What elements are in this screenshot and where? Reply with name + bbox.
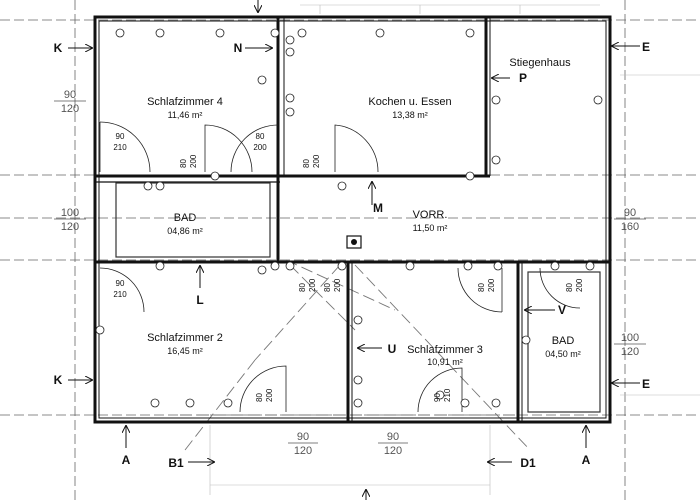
door-width: 80 (256, 132, 265, 141)
door-height: 200 (487, 278, 496, 292)
section-label: B1 (168, 456, 184, 470)
room-name: Stiegenhaus (509, 57, 571, 69)
window-width: 100 (621, 332, 639, 344)
door-width: 80 (179, 159, 188, 168)
door-width: 80 (477, 283, 486, 292)
door-height: 200 (265, 388, 274, 402)
section-arrows (68, 0, 640, 500)
section-label: D1 (520, 456, 536, 470)
room-area: 16,45 m² (167, 346, 203, 356)
door-height: 200 (253, 143, 267, 152)
door-height: 200 (312, 154, 321, 168)
walls (93, 15, 612, 424)
window-height: 120 (621, 346, 639, 358)
room-name: Schlafzimmer 2 (147, 332, 223, 344)
section-label: E (642, 40, 650, 54)
construction-lines (209, 4, 700, 495)
section-label: P (519, 71, 527, 85)
room-name: BAD (174, 212, 197, 224)
section-label: A (122, 453, 131, 467)
door-width: 80 (302, 159, 311, 168)
door-height: 210 (443, 388, 452, 402)
window-height: 120 (294, 445, 312, 457)
door-height: 200 (308, 278, 317, 292)
window-width: 90 (64, 89, 76, 101)
room-name: VORR. (413, 209, 448, 221)
door-width: 80 (298, 283, 307, 292)
window-width: 90 (297, 431, 309, 443)
window-width: 100 (61, 207, 79, 219)
room-name: BAD (552, 335, 575, 347)
door-width: 80 (565, 283, 574, 292)
window-height: 120 (384, 445, 402, 457)
door-swings (99, 121, 581, 413)
window-height: 120 (61, 221, 79, 233)
room-area: 04,50 m² (545, 349, 581, 359)
room-name: Schlafzimmer 3 (407, 344, 483, 356)
door-height: 210 (113, 290, 127, 299)
section-label: K (54, 373, 63, 387)
door-width: 80 (255, 393, 264, 402)
room-name: Kochen u. Essen (368, 96, 451, 108)
room-name: Schlafzimmer 4 (147, 96, 223, 108)
window-width: 90 (387, 431, 399, 443)
door-height: 200 (333, 278, 342, 292)
section-label: U (388, 342, 397, 356)
door-dimensions: 90 210 80 200 80 200 80 200 80 200 80 20… (113, 132, 584, 402)
section-label: N (234, 41, 243, 55)
door-width: 90 (116, 279, 125, 288)
ventilation-fan-icon (346, 235, 362, 249)
window-width: 90 (624, 207, 636, 219)
fixtures (95, 28, 603, 408)
section-label: A (582, 453, 591, 467)
room-area: 13,38 m² (392, 110, 428, 120)
door-width: 90 (116, 132, 125, 141)
window-height: 120 (61, 103, 79, 115)
room-area: 11,50 m² (413, 223, 448, 233)
room-area: 10,91 m² (427, 357, 463, 367)
section-label: M (373, 201, 383, 215)
door-width: 80 (323, 283, 332, 292)
bath-enclosure (115, 182, 271, 258)
door-height: 210 (113, 143, 127, 152)
section-labels: K N E P M L K U V E A B1 D1 A (54, 40, 650, 470)
section-label: L (196, 293, 203, 307)
door-height: 200 (189, 154, 198, 168)
diagonal-lines (180, 259, 531, 451)
room-area: 11,46 m² (168, 110, 203, 120)
door-width: 90 (433, 393, 442, 402)
section-label: K (54, 41, 63, 55)
window-dimensions: 90 120 100 120 90 160 100 120 90 120 90 … (54, 89, 646, 457)
room-area: 04,86 m² (167, 226, 203, 236)
door-height: 200 (575, 278, 584, 292)
section-label: V (558, 303, 566, 317)
section-label: E (642, 377, 650, 391)
window-height: 160 (621, 221, 639, 233)
